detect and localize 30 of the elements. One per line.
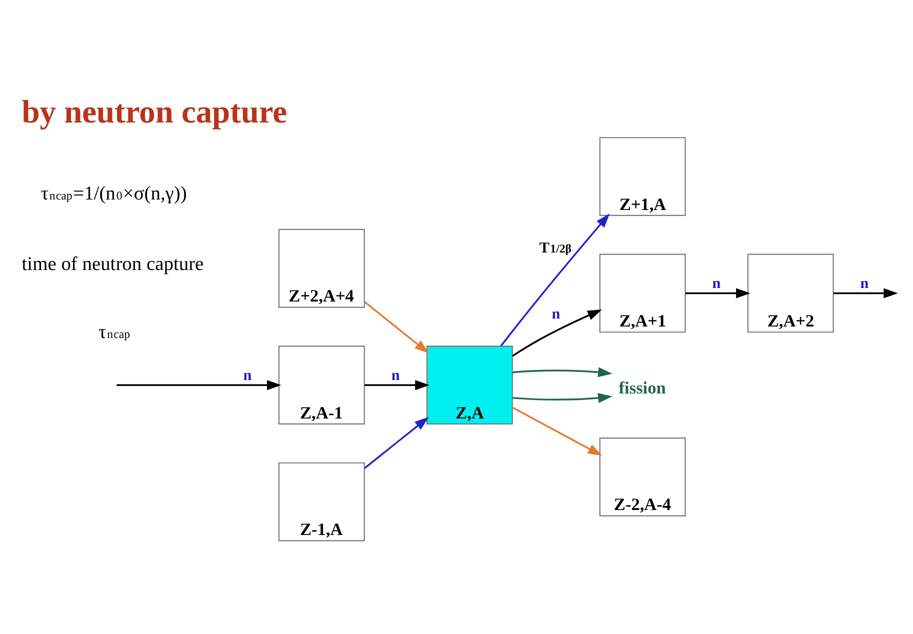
node-box: Z,A-1 xyxy=(278,346,365,425)
arrow xyxy=(512,310,602,357)
diagram-title: by neutron capture xyxy=(22,94,288,130)
node-text: fission xyxy=(618,378,666,398)
node-box: Z,A xyxy=(426,346,513,425)
arrow xyxy=(364,380,430,390)
arrow xyxy=(834,288,898,298)
edge-label: n xyxy=(712,276,721,292)
arrow xyxy=(500,213,610,347)
edge-label: n xyxy=(243,368,252,384)
arrow xyxy=(364,301,429,354)
label: time of neutron capture xyxy=(22,254,204,275)
label: τncap=1/(n0×σ(n,γ)) xyxy=(40,184,187,205)
node-box: Z-1,A xyxy=(278,462,365,542)
edge-label: n xyxy=(391,368,400,384)
arrow xyxy=(685,288,750,298)
arrow xyxy=(512,393,612,403)
edge-label: T1/2β xyxy=(539,240,572,256)
arrow xyxy=(364,416,429,469)
node-box: Z,A+1 xyxy=(599,254,686,333)
node-box: Z-2,A-4 xyxy=(599,437,686,516)
label: τncap xyxy=(98,322,130,343)
edge-label: n xyxy=(552,306,560,322)
node-box: Z,A+2 xyxy=(747,254,834,333)
edge-label: n xyxy=(860,276,869,292)
arrow xyxy=(512,406,602,456)
node-box: Z+1,A xyxy=(599,137,686,216)
node-box: Z+2,A+4 xyxy=(278,228,365,308)
arrow xyxy=(512,367,612,378)
arrow xyxy=(116,380,282,390)
